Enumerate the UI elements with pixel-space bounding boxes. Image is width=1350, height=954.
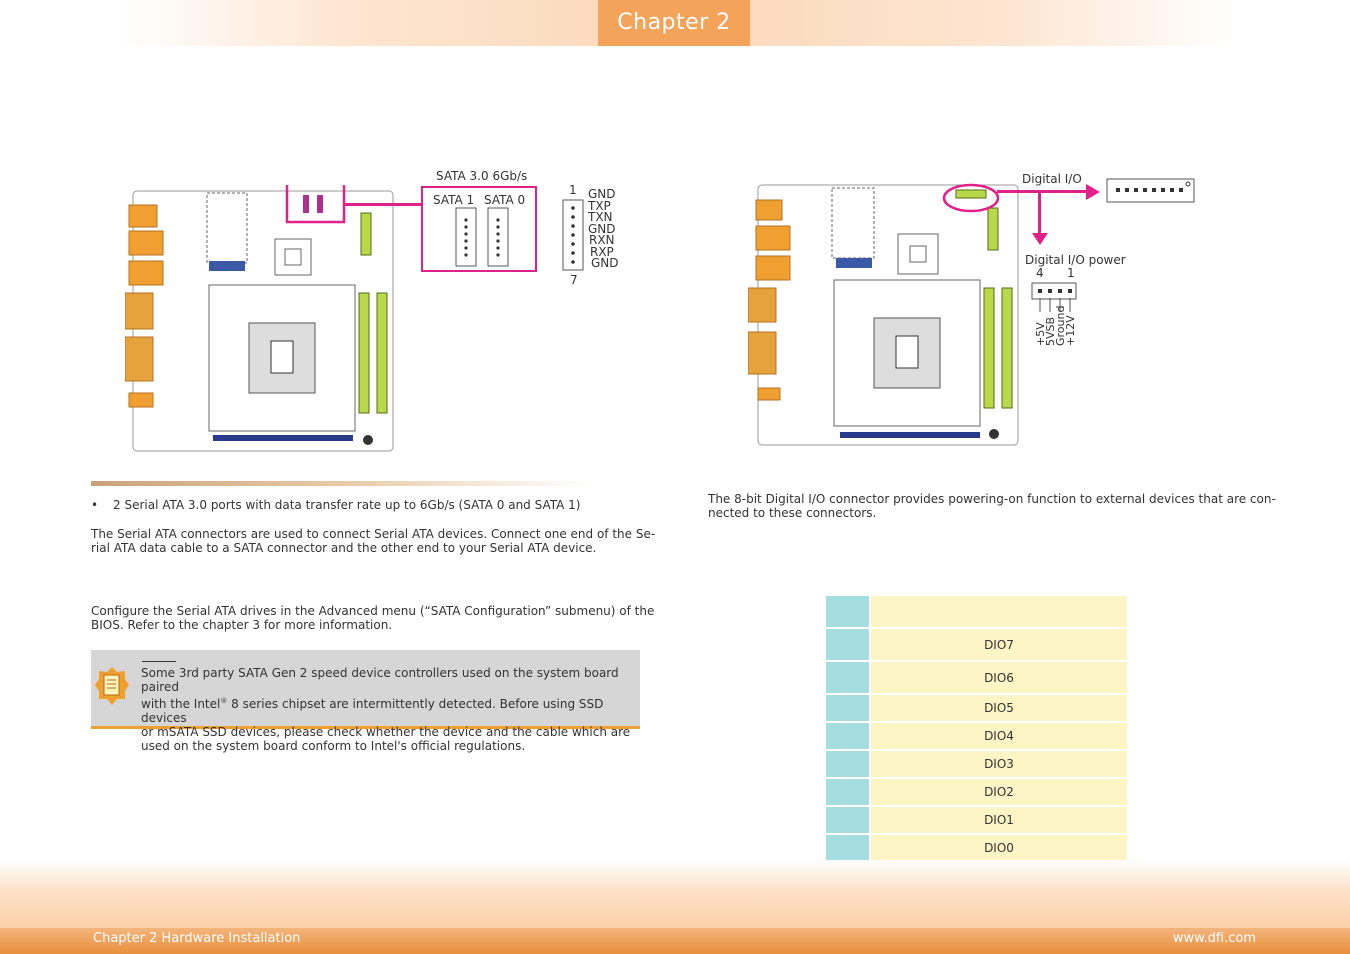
dio-pin-table: DIO7 DIO6 DIO5 DIO4 DIO3 DIO2 DIO1 DIO0 bbox=[826, 596, 1127, 861]
dio-power-connector-icon bbox=[1031, 282, 1077, 300]
table-cell bbox=[826, 835, 869, 861]
dio-power-pin-labels: +5V 5VSB Ground +12V bbox=[1034, 298, 1077, 346]
table-cell bbox=[826, 751, 869, 777]
dio-power-pin-first: 4 bbox=[1036, 266, 1044, 280]
registered-mark: ® bbox=[220, 697, 228, 705]
sata-bullet: •2 Serial ATA 3.0 ports with data transf… bbox=[91, 498, 581, 512]
sata-pin-list: GND TXP TXN GND RXN RXP GND bbox=[588, 187, 619, 270]
text-line: The Serial ATA connectors are used to co… bbox=[91, 527, 656, 541]
table-cell: DIO3 bbox=[871, 751, 1127, 777]
text-line: nected to these connectors. bbox=[708, 506, 877, 520]
table-row: DIO4 bbox=[826, 723, 1127, 749]
sata-pin-label: TXN bbox=[588, 210, 613, 224]
sata-pin-label: GND bbox=[588, 187, 616, 201]
text-line: Configure the Serial ATA drives in the A… bbox=[91, 604, 655, 618]
sata-connector-icons bbox=[455, 207, 509, 267]
table-cell: DIO0 bbox=[871, 835, 1127, 861]
note-icon bbox=[95, 667, 129, 705]
sata1-label: SATA 1 bbox=[433, 193, 475, 207]
sata-paragraph-1: The Serial ATA connectors are used to co… bbox=[91, 527, 655, 555]
table-cell bbox=[826, 629, 869, 660]
dio-power-pin-last: 1 bbox=[1067, 266, 1075, 280]
dio-connector-icon bbox=[1106, 178, 1195, 203]
dio-callout-line bbox=[997, 190, 1090, 193]
sata-title: SATA 3.0 6Gb/s bbox=[436, 169, 528, 183]
note-box bbox=[91, 650, 640, 729]
table-cell: DIO7 bbox=[871, 629, 1127, 660]
chapter-tab: Chapter 2 bbox=[598, 0, 750, 46]
text-line: or mSATA SSD devices, please check wheth… bbox=[141, 725, 631, 739]
dio-label: Digital I/O bbox=[1022, 172, 1082, 186]
text-span: 8 series chipset are intermittently dete… bbox=[141, 697, 604, 725]
table-cell: DIO1 bbox=[871, 807, 1127, 833]
sata-callout-box bbox=[421, 186, 537, 272]
sata-pin-label: RXN bbox=[589, 233, 615, 247]
sata-pin-label: TXP bbox=[588, 198, 611, 213]
table-cell: DIO4 bbox=[871, 723, 1127, 749]
text-line: Some 3rd party SATA Gen 2 speed device c… bbox=[141, 666, 619, 694]
dio-power-pin-label: 5VSB bbox=[1044, 317, 1057, 346]
sata-pin-first: 1 bbox=[569, 183, 577, 197]
sata-pinout-icon bbox=[562, 199, 584, 271]
sata-pin-label: GND bbox=[588, 221, 616, 236]
table-row: DIO7 bbox=[826, 629, 1127, 660]
arrow-down-icon bbox=[1032, 233, 1048, 245]
text-line: with the Intel® 8 series chipset are int… bbox=[141, 694, 641, 725]
sata-bullet-text: 2 Serial ATA 3.0 ports with data transfe… bbox=[113, 498, 581, 512]
dio-power-pin-label: +12V bbox=[1064, 315, 1077, 346]
table-row: DIO5 bbox=[826, 695, 1127, 721]
sata-pin-label: GND bbox=[591, 256, 619, 270]
table-cell bbox=[871, 596, 1127, 627]
table-row: DIO6 bbox=[826, 662, 1127, 693]
dio-power-pin-label: +5V bbox=[1034, 322, 1047, 346]
dio-power-pin-label: Ground bbox=[1054, 306, 1067, 346]
table-cell bbox=[826, 723, 869, 749]
table-row: DIO0 bbox=[826, 835, 1127, 861]
dio-board-svg bbox=[748, 183, 1019, 446]
sata-paragraph-2: Configure the Serial ATA drives in the A… bbox=[91, 604, 654, 632]
note-text: Some 3rd party SATA Gen 2 speed device c… bbox=[141, 666, 641, 753]
table-cell: DIO2 bbox=[871, 779, 1127, 805]
note-heading-rule bbox=[142, 661, 176, 662]
footer-website-link[interactable]: www.dfi.com bbox=[1172, 931, 1256, 946]
text-line: The 8-bit Digital I/O connector provides… bbox=[708, 492, 1276, 506]
table-row bbox=[826, 596, 1127, 627]
sata-board-svg bbox=[125, 185, 394, 452]
arrow-right-icon bbox=[1086, 184, 1100, 200]
dio-paragraph: The 8-bit Digital I/O connector provides… bbox=[708, 492, 1276, 520]
table-row: DIO1 bbox=[826, 807, 1127, 833]
sata-callout-line bbox=[344, 203, 422, 206]
dio-power-callout-line bbox=[1038, 190, 1041, 236]
table-cell bbox=[826, 596, 869, 627]
table-row: DIO3 bbox=[826, 751, 1127, 777]
sata0-label: SATA 0 bbox=[484, 193, 526, 207]
section-separator bbox=[91, 481, 591, 486]
footer-bar bbox=[0, 928, 1350, 954]
footer-gradient bbox=[0, 860, 1350, 930]
table-cell bbox=[826, 695, 869, 721]
dio-power-label: Digital I/O power bbox=[1025, 253, 1126, 267]
table-cell: DIO6 bbox=[871, 662, 1127, 693]
sata-pin-last: 7 bbox=[570, 273, 578, 287]
text-line: rial ATA data cable to a SATA connector … bbox=[91, 541, 597, 555]
footer-chapter-title: Chapter 2 Hardware Installation bbox=[93, 931, 301, 946]
table-cell: DIO5 bbox=[871, 695, 1127, 721]
table-row: DIO2 bbox=[826, 779, 1127, 805]
text-line: used on the system board conform to Inte… bbox=[141, 739, 526, 753]
table-cell bbox=[826, 779, 869, 805]
sata-pin-label: RXP bbox=[590, 244, 614, 259]
text-span: with the Intel bbox=[141, 697, 221, 711]
text-line: BIOS. Refer to the chapter 3 for more in… bbox=[91, 618, 393, 632]
table-cell bbox=[826, 662, 869, 693]
table-cell bbox=[826, 807, 869, 833]
